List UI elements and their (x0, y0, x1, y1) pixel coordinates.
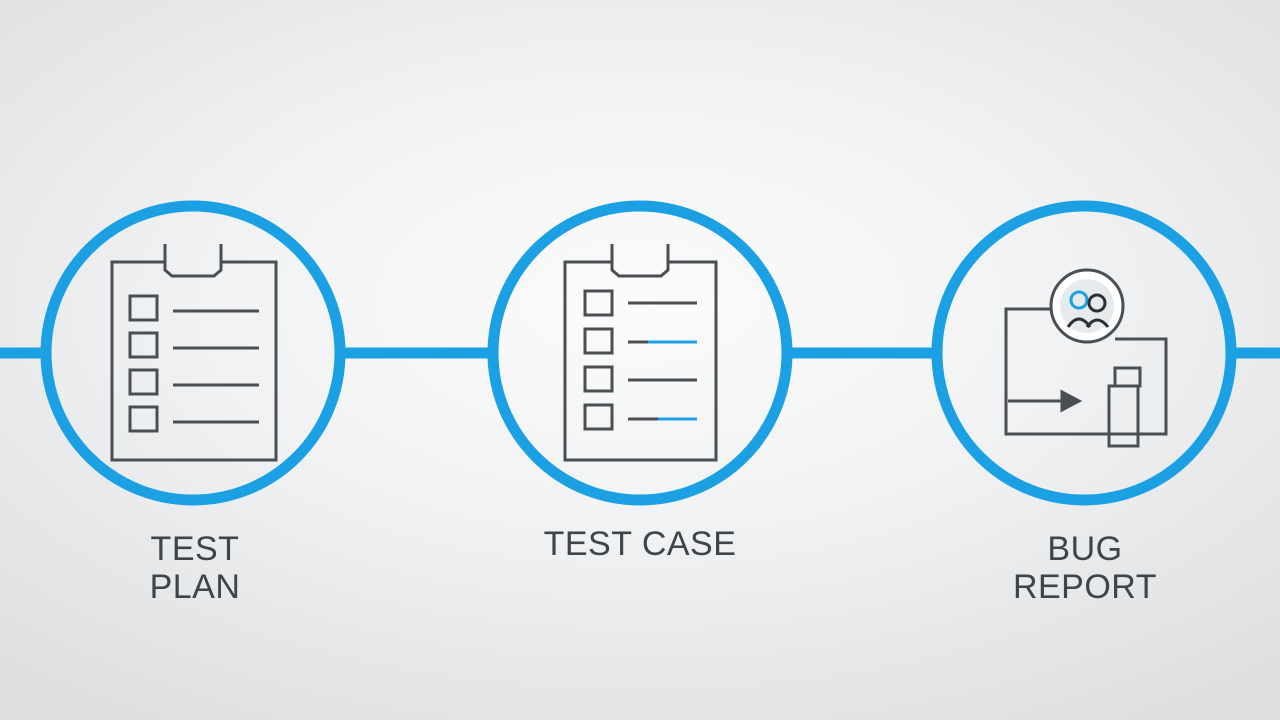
step-test-case (487, 200, 793, 506)
step-label-test-case: TEST CASE (500, 525, 780, 563)
step-label-test-plan: TEST PLAN (95, 530, 295, 606)
clipboard-checklist-icon (110, 244, 278, 462)
clipboard-checklist-icon (563, 244, 718, 462)
step-bug-report (931, 200, 1237, 506)
user-badge-icon (1049, 268, 1125, 344)
step-label-line: TEST (150, 530, 240, 568)
bug-report-icon (1004, 307, 1168, 448)
step-label-bug-report: BUG REPORT (985, 530, 1185, 606)
step-label-line: TEST CASE (543, 525, 737, 563)
step-label-line: REPORT (1012, 568, 1158, 606)
step-label-line: PLAN (149, 568, 241, 606)
step-circle (487, 200, 793, 506)
step-label-line: BUG (1047, 530, 1123, 568)
step-test-plan (40, 200, 346, 506)
step-circle (931, 200, 1237, 506)
step-circle (40, 200, 346, 506)
